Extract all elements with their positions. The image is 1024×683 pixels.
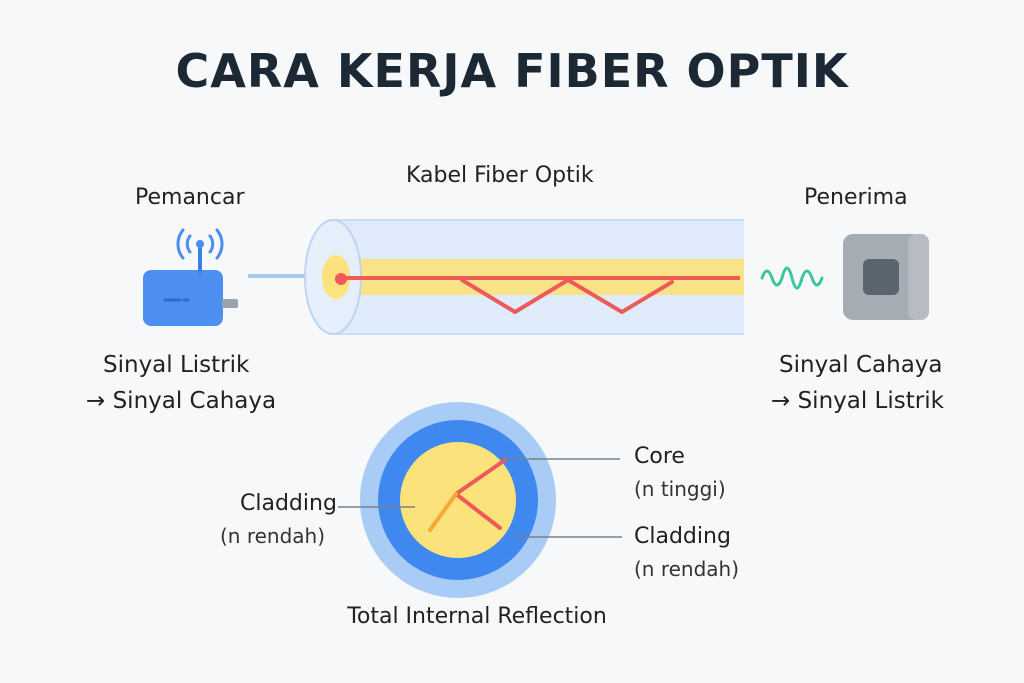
receiver-label: Penerima <box>804 185 908 210</box>
cross-section-caption: Total Internal Reflection <box>347 604 607 629</box>
left-cladding-label: Cladding <box>240 491 337 516</box>
transmitter-label: Pemancar <box>135 185 245 210</box>
receiver-conversion-line1: Sinyal Cahaya <box>779 352 943 378</box>
cable-label: Kabel Fiber Optik <box>406 163 594 188</box>
reflected-ray <box>460 278 674 314</box>
core-label: Core <box>634 444 685 469</box>
core-sub: (n tinggi) <box>634 477 726 501</box>
router-icon <box>143 242 238 326</box>
right-cladding-sub: (n rendah) <box>634 557 740 581</box>
page-title: CARA KERJA FIBER OPTIK <box>175 44 849 98</box>
wifi-signal-icon <box>176 228 224 260</box>
left-cladding-sub: (n rendah) <box>220 524 326 548</box>
receiver-box-icon <box>843 234 929 320</box>
transmitter-conversion-line1: Sinyal Listrik <box>103 352 250 378</box>
light-source-dot <box>335 273 347 285</box>
wave-signal-icon <box>760 266 824 290</box>
receiver-conversion-line2: → Sinyal Listrik <box>771 388 944 414</box>
right-cladding-label: Cladding <box>634 524 731 549</box>
transmitter-conversion-line2: → Sinyal Cahaya <box>86 388 277 414</box>
fiber-cross-section <box>338 402 622 598</box>
fiber-cable <box>304 219 744 335</box>
